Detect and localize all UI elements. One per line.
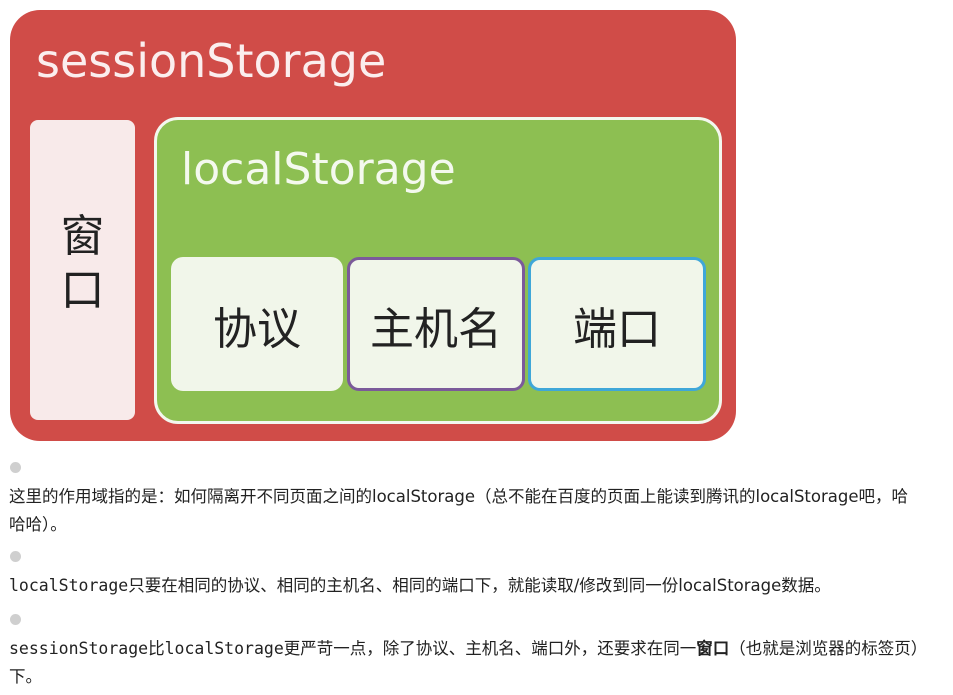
note-3-bold-window: 窗口 <box>696 639 730 658</box>
hostname-label: 主机名 <box>370 304 502 355</box>
protocol-cell: 协议 <box>171 257 343 391</box>
session-storage-title: sessionStorage <box>36 34 387 88</box>
note-1: 这里的作用域指的是：如何隔离开不同页面之间的localStorage（总不能在百… <box>9 483 924 539</box>
local-storage-box: localStorage 协议 主机名 端口 <box>154 117 722 424</box>
window-box: 窗 口 <box>30 120 135 420</box>
note-2-text: 只要在相同的协议、相同的主机名、相同的端口下，就能读取/修改到同一份localS… <box>128 576 831 595</box>
note-3-text-1: 比 <box>148 639 165 658</box>
note-3-code-session: sessionStorage <box>9 639 149 658</box>
note-3-code-local: localStorage <box>164 639 284 658</box>
note-2-code: localStorage <box>9 576 129 595</box>
port-label: 端口 <box>573 304 661 355</box>
hostname-cell: 主机名 <box>347 257 525 391</box>
window-label: 窗 口 <box>30 210 135 318</box>
bullet-dot-3 <box>10 614 21 625</box>
window-label-line1: 窗 <box>60 211 105 262</box>
protocol-label: 协议 <box>213 304 301 355</box>
window-label-line2: 口 <box>60 265 105 316</box>
session-storage-diagram: sessionStorage 窗 口 localStorage 协议 主机名 端… <box>10 10 736 441</box>
port-cell: 端口 <box>528 257 706 391</box>
note-3-text-2: 更严苛一点，除了协议、主机名、端口外，还要求在同一 <box>283 639 697 658</box>
bullet-dot-1 <box>10 462 21 473</box>
note-1-text: 这里的作用域指的是：如何隔离开不同页面之间的localStorage（总不能在百… <box>9 487 909 534</box>
note-2: localStorage只要在相同的协议、相同的主机名、相同的端口下，就能读取/… <box>9 572 924 600</box>
bullet-dot-2 <box>10 551 21 562</box>
local-storage-title: localStorage <box>181 144 456 195</box>
note-3-text-3: （也就是浏览器的标签页）下。 <box>9 639 920 686</box>
note-3: sessionStorage比localStorage更严苛一点，除了协议、主机… <box>9 635 924 691</box>
